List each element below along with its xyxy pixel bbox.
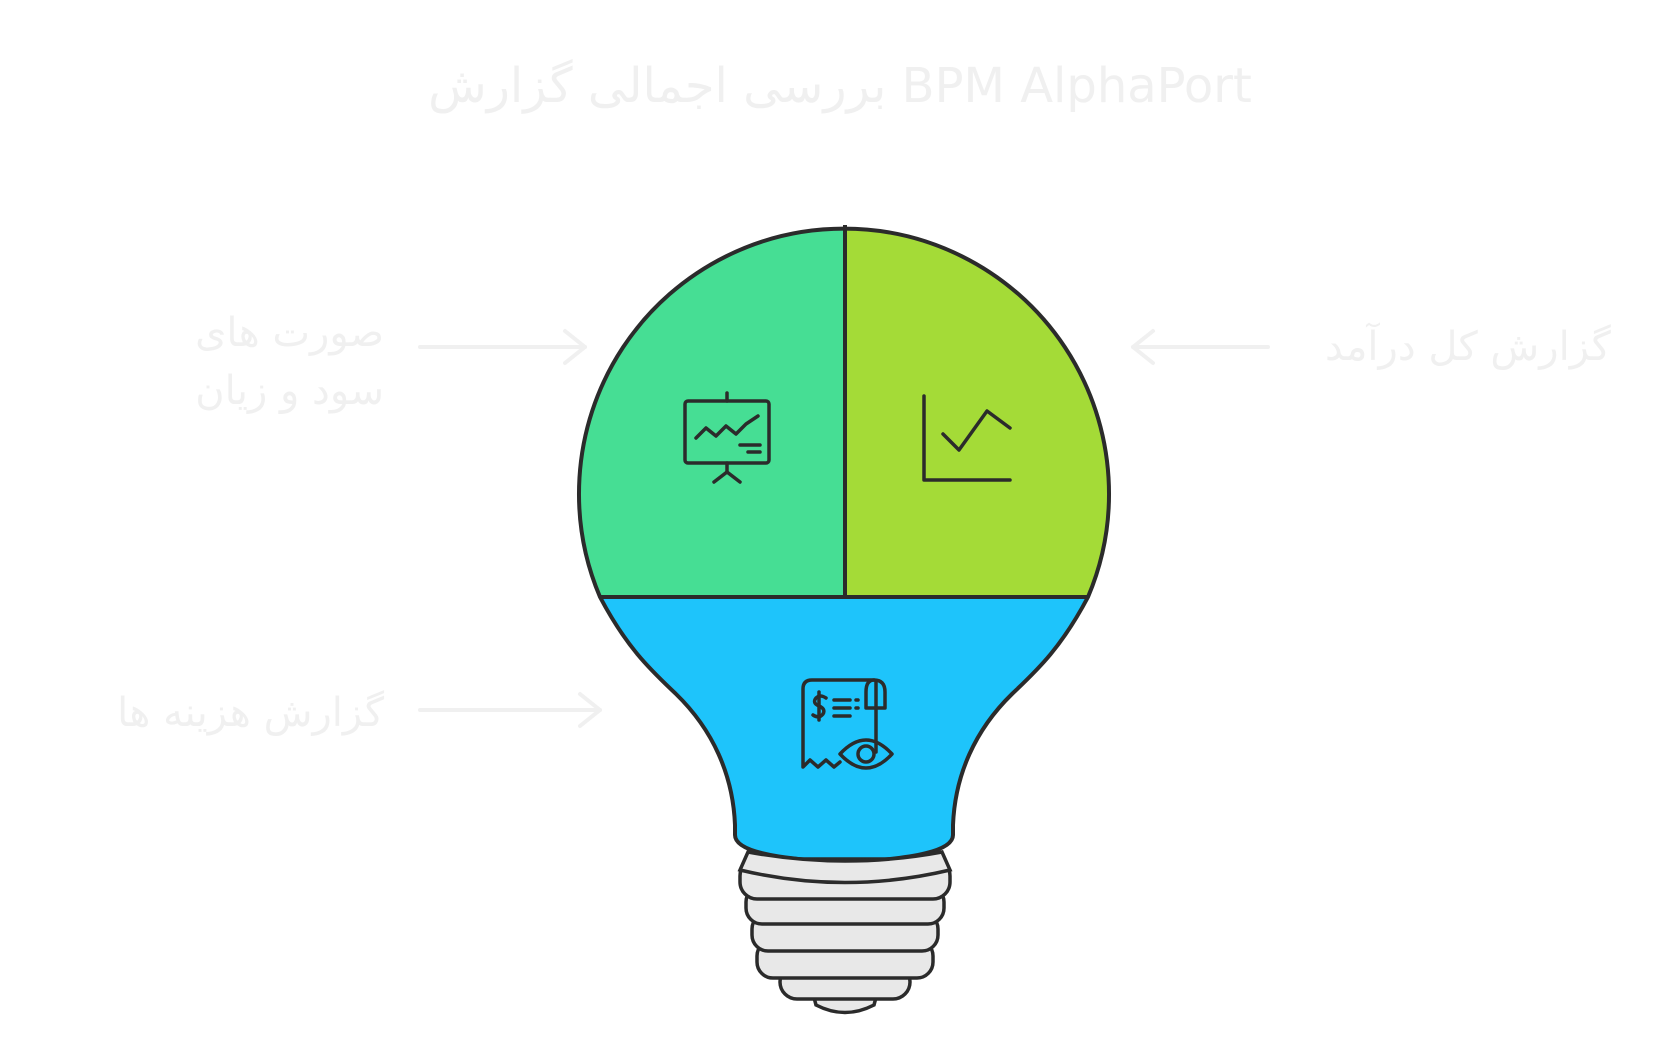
bulb-base <box>737 850 953 1015</box>
label-total-revenue: گزارش کل درآمد <box>1325 324 1611 370</box>
label-profit-loss-line1: صورت های <box>195 310 384 356</box>
line-chart-icon <box>922 394 1012 482</box>
label-profit-loss: صورت های سود و زیان <box>195 304 384 420</box>
segment-profit-loss <box>579 228 845 597</box>
segment-total-revenue <box>845 228 1110 597</box>
bulb-outline <box>577 226 1111 865</box>
presentation-board-chart-icon <box>683 391 771 484</box>
diagram-title: بررسی اجمالی گزارش BPM AlphaPort <box>428 58 1252 114</box>
receipt-eye-icon <box>801 678 894 770</box>
label-profit-loss-line2: سود و زیان <box>195 368 384 414</box>
bulb-glass <box>579 228 1110 862</box>
arrow-profit-loss <box>418 329 587 365</box>
arrow-costs <box>418 692 602 728</box>
base-ring-1 <box>737 850 953 885</box>
arrow-total-revenue <box>1131 329 1270 365</box>
label-costs: گزارش هزینه ها <box>117 690 384 736</box>
